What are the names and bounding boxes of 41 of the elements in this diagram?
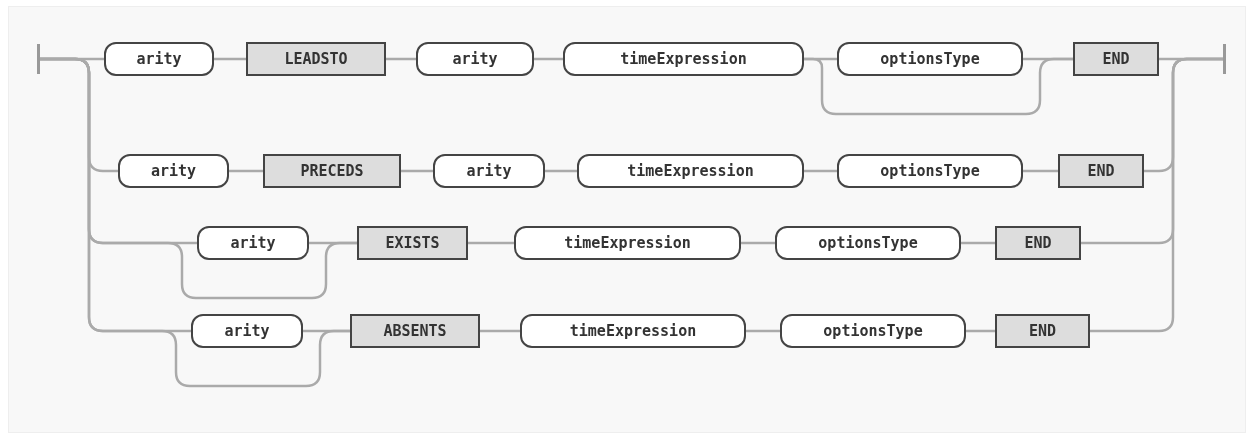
rail-line [229,169,263,173]
nonterminal-box: timeExpression [563,42,804,76]
nonterminal-box: optionsType [837,42,1023,76]
rail-line [1090,57,1223,333]
rail-line [1023,169,1058,173]
keyword-box: END [1058,154,1144,188]
rail-line [386,57,416,61]
keyword-box: EXISTS [357,226,468,260]
keyword-box: END [1073,42,1159,76]
keyword-box: END [995,226,1081,260]
rail-line [480,329,520,333]
rail-line [468,241,514,245]
nonterminal-box: arity [191,314,303,348]
nonterminal-box: optionsType [837,154,1023,188]
rail-line [40,57,350,388]
nonterminal-box: timeExpression [514,226,741,260]
rail-end-bar [37,44,40,74]
keyword-box: PRECEDS [263,154,401,188]
rail-line [741,241,775,245]
nonterminal-box: timeExpression [520,314,746,348]
nonterminal-box: arity [433,154,545,188]
nonterminal-box: optionsType [775,226,961,260]
rail-line [804,169,837,173]
nonterminal-box: arity [118,154,229,188]
keyword-box: END [995,314,1090,348]
rail-line [966,329,995,333]
keyword-box: ABSENTS [350,314,480,348]
rail-line [534,57,563,61]
nonterminal-box: arity [416,42,534,76]
rail-line [804,57,1073,116]
nonterminal-box: arity [197,226,309,260]
rail-line [545,169,577,173]
rail-end-bar [1223,44,1226,74]
rail-line [214,57,246,61]
nonterminal-box: optionsType [780,314,966,348]
nonterminal-box: timeExpression [577,154,804,188]
rail-line [401,169,433,173]
rail-line [961,241,995,245]
keyword-box: LEADSTO [246,42,386,76]
nonterminal-box: arity [104,42,214,76]
rail-line [746,329,780,333]
